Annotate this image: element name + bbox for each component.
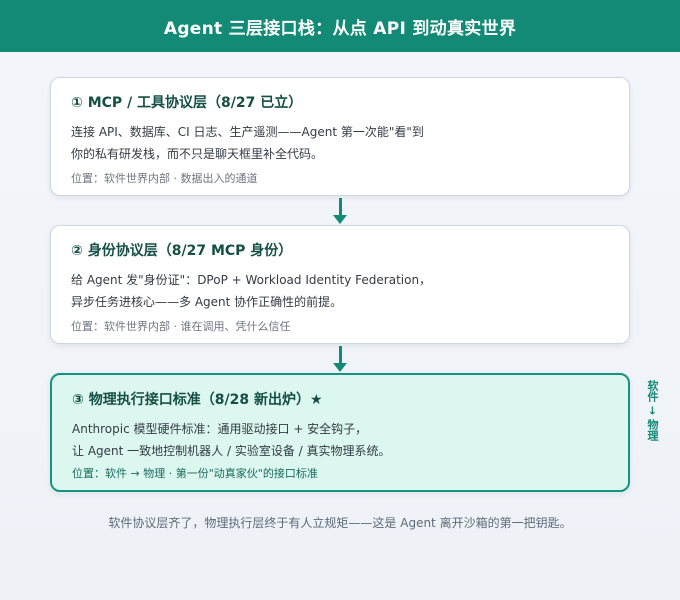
- down-arrow-icon: [333, 198, 347, 225]
- layer-title: ① MCP / 工具协议层（8/27 已立）: [71, 95, 303, 111]
- layer-card-mcp: ① MCP / 工具协议层（8/27 已立） 连接 API、数据库、CI 日志、…: [50, 77, 630, 196]
- layer-description-line: 让 Agent 一致地控制机器人 / 实验室设备 / 真实物理系统。: [72, 444, 391, 458]
- side-label: 软件 → 物理: [646, 380, 659, 441]
- layer-description: 连接 API、数据库、CI 日志、生产遥测——Agent 第一次能"看"到 你的…: [71, 121, 609, 165]
- layer-description-line: 你的私有研发栈，而不只是聊天框里补全代码。: [71, 147, 324, 161]
- layer-description-line: 给 Agent 发"身份证"：DPoP + Workload Identity …: [71, 273, 432, 287]
- layer-description-line: 连接 API、数据库、CI 日志、生产遥测——Agent 第一次能"看"到: [71, 125, 424, 139]
- layer-position: 位置：软件 → 物理 · 第一份"动真家伙"的接口标准: [72, 467, 318, 480]
- layer-description: 给 Agent 发"身份证"：DPoP + Workload Identity …: [71, 269, 609, 313]
- layer-position: 位置：软件世界内部 · 数据出入的通道: [71, 172, 258, 185]
- layer-title: ③ 物理执行接口标准（8/28 新出炉）★: [72, 392, 323, 408]
- page-title: Agent 三层接口栈：从点 API 到动真实世界: [0, 0, 680, 52]
- layer-description-line: Anthropic 模型硬件标准：通用驱动接口 + 安全钩子，: [72, 422, 368, 436]
- layer-title: ② 身份协议层（8/27 MCP 身份）: [71, 243, 293, 259]
- layer-description: Anthropic 模型硬件标准：通用驱动接口 + 安全钩子， 让 Agent …: [72, 418, 608, 462]
- layer-description-line: 异步任务进核心——多 Agent 协作正确性的前提。: [71, 295, 343, 309]
- footer-note: 软件协议层齐了，物理执行层终于有人立规矩——这是 Agent 离开沙箱的第一把钥…: [108, 516, 572, 530]
- layer-card-identity: ② 身份协议层（8/27 MCP 身份） 给 Agent 发"身份证"：DPoP…: [50, 225, 630, 344]
- layer-card-physical: ③ 物理执行接口标准（8/28 新出炉）★ Anthropic 模型硬件标准：通…: [50, 373, 630, 492]
- layer-position: 位置：软件世界内部 · 谁在调用、凭什么信任: [71, 320, 291, 333]
- down-arrow-icon: [333, 346, 347, 373]
